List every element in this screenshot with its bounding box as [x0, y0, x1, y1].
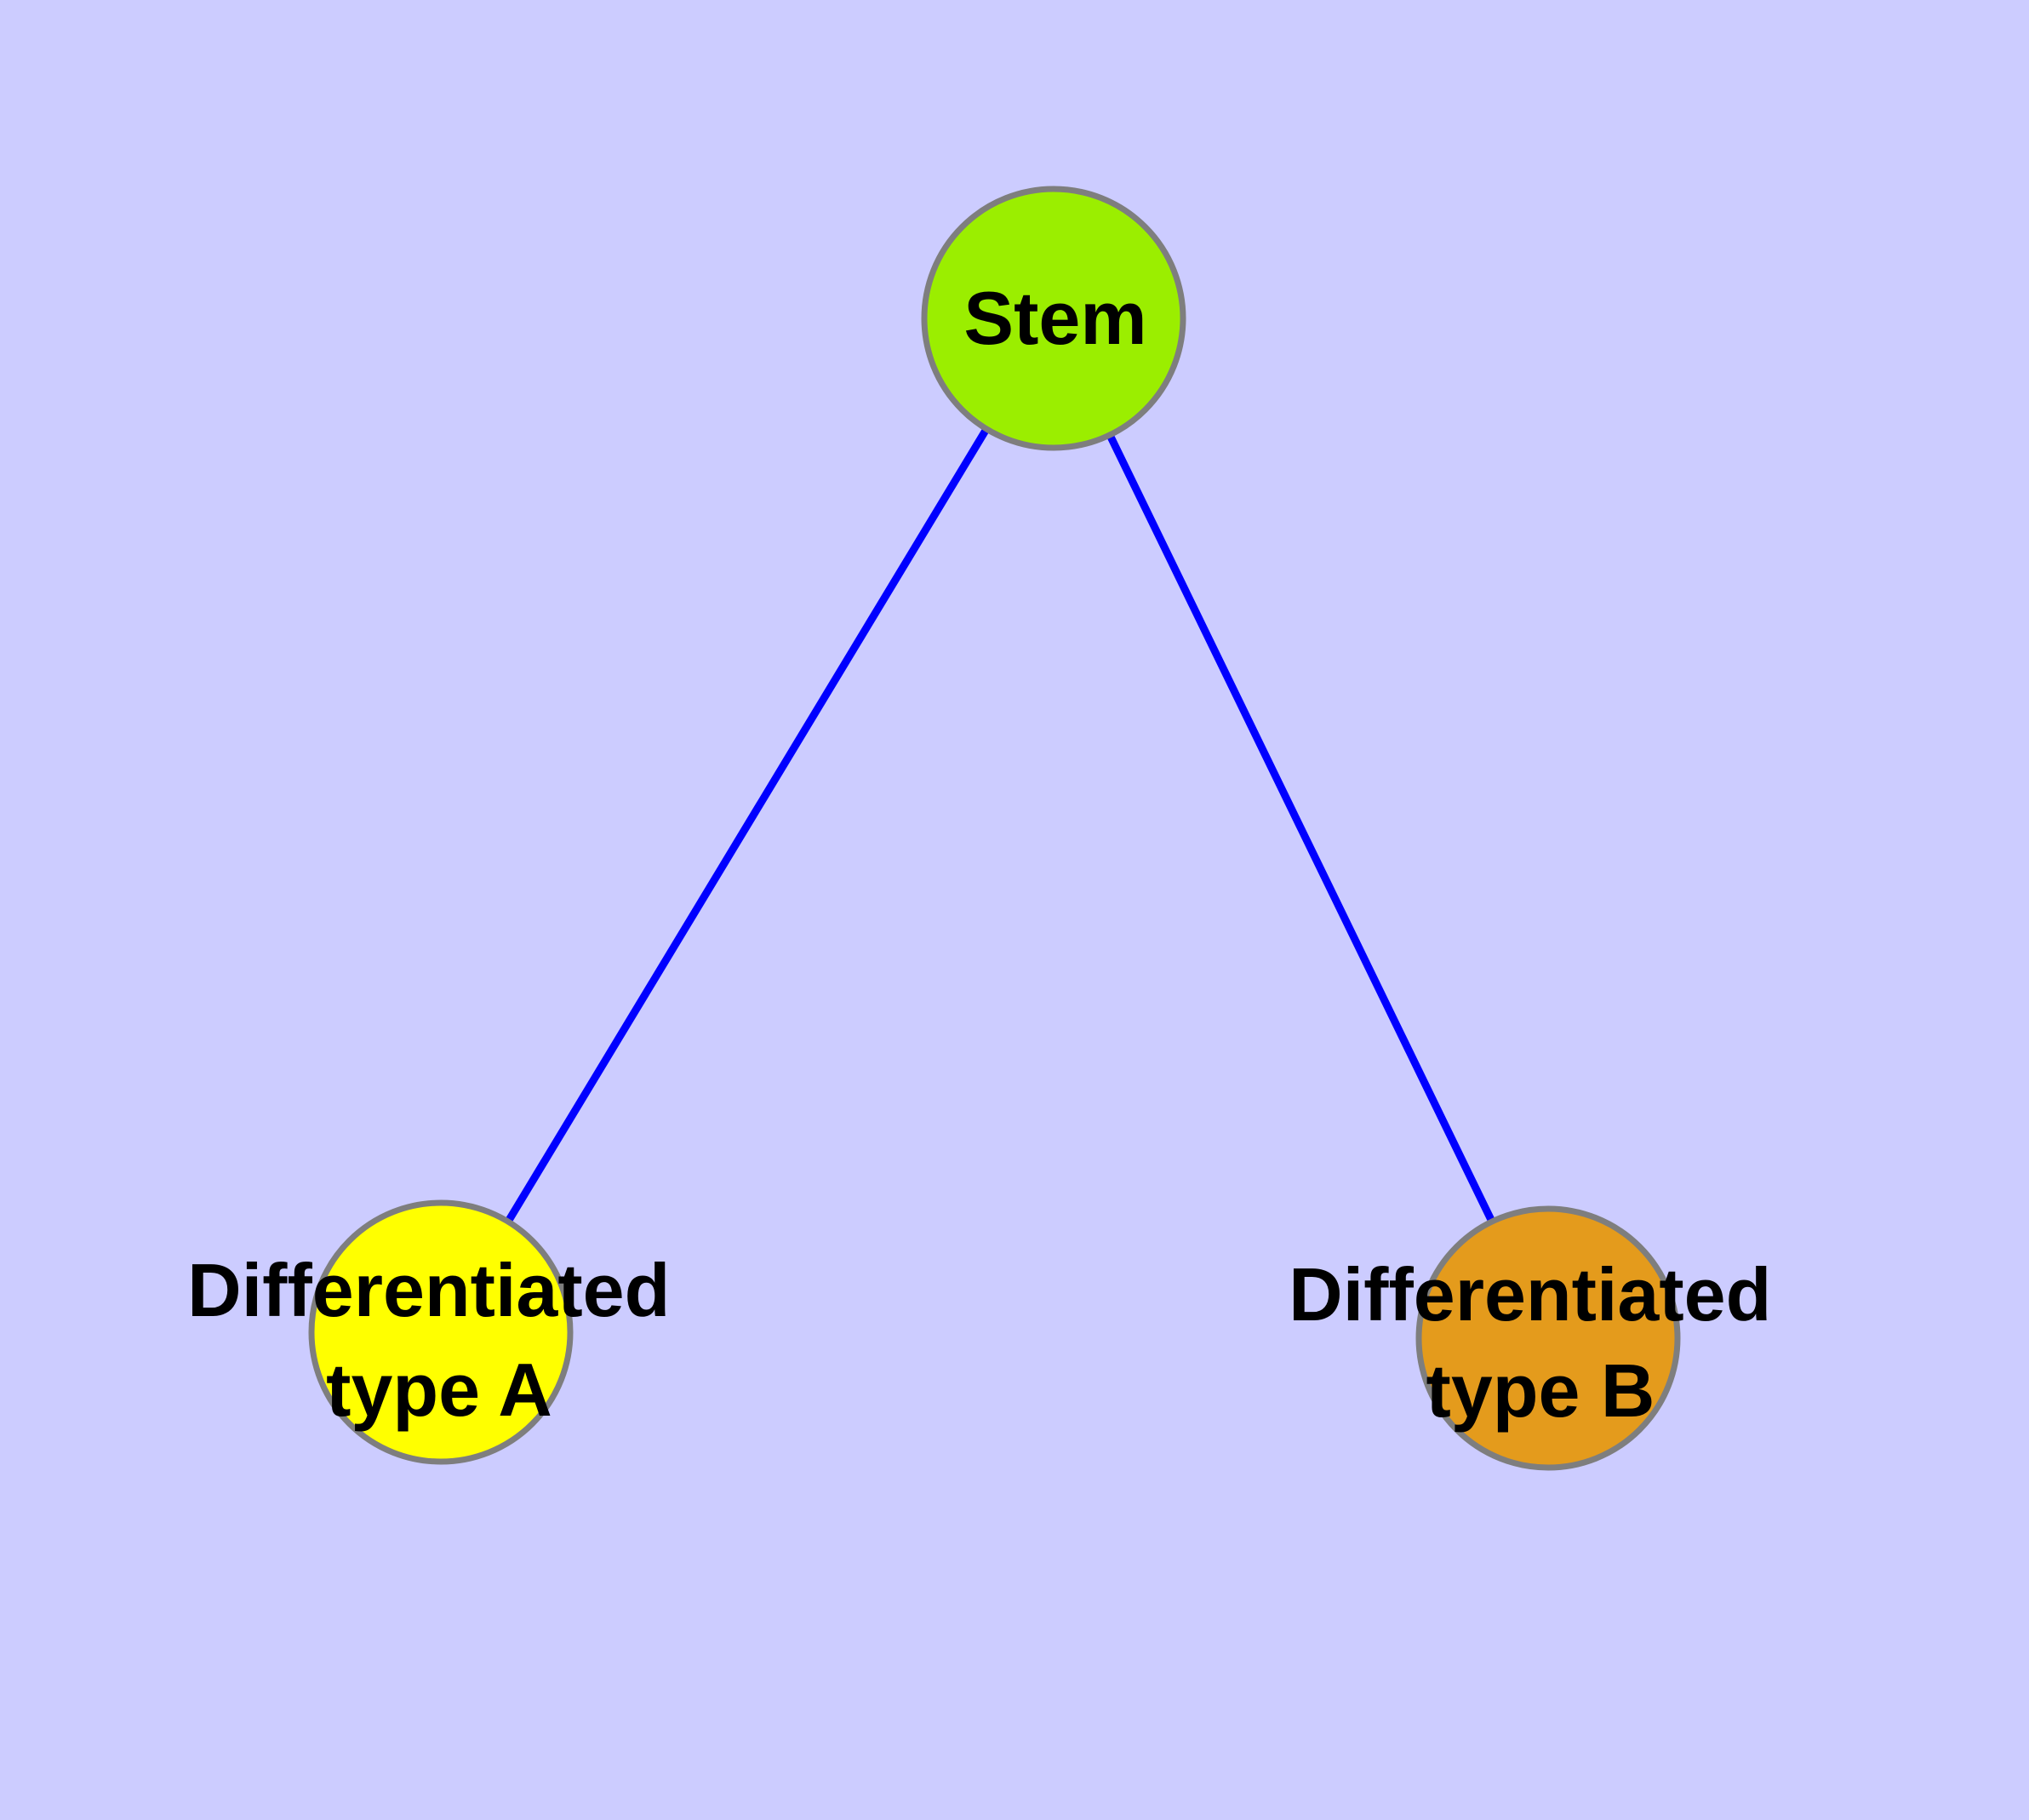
node-differentiated-type-b-circle [1415, 1205, 1681, 1471]
node-stem-label-line1: Stem [963, 276, 1146, 360]
node-differentiated-type-b-label-line1: Differentiated [1289, 1252, 1771, 1336]
edge-stem-to-type-a [505, 426, 990, 1224]
node-stem: Stem [921, 186, 1186, 451]
node-stem-circle [921, 186, 1186, 451]
edge-stem-to-type-b [1106, 433, 1496, 1223]
node-differentiated-type-b-label: Differentiated type B [1289, 1252, 1792, 1433]
node-stem-label: Stem [963, 276, 1146, 360]
node-differentiated-type-a-circle [308, 1199, 574, 1465]
node-differentiated-type-a-label-line2: type A [326, 1348, 552, 1432]
node-differentiated-type-b-label-line2: type B [1426, 1348, 1655, 1433]
node-differentiated-type-a-label-line1: Differentiated [187, 1248, 670, 1332]
node-differentiated-type-b: Differentiated type B [1289, 1205, 1792, 1471]
node-differentiated-type-a: Differentiated type A [187, 1199, 691, 1465]
node-differentiated-type-a-label: Differentiated type A [187, 1248, 691, 1432]
